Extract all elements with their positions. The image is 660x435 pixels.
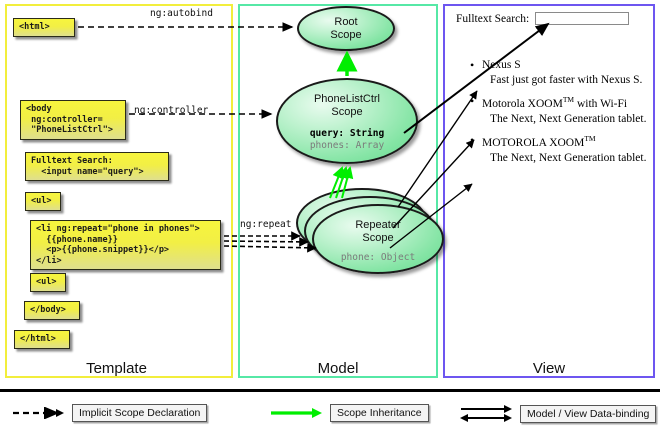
scope-root-title-1: Root: [334, 16, 358, 28]
view-search-label: Fulltext Search:: [456, 12, 530, 25]
scope-ctrl-prop-query: query: String: [309, 128, 385, 139]
code-box-ul-close: <ul>: [30, 273, 66, 292]
phone-snippet: The Next, Next Generation tablet.: [490, 151, 647, 164]
panel-template: [5, 4, 233, 378]
code-box-body-close: </body>: [24, 301, 80, 320]
edge-label-autobind: ng:autobind: [150, 8, 213, 19]
legend-label: Model / View Data-binding: [520, 405, 657, 423]
view-search-input[interactable]: [535, 12, 630, 25]
code-box-li-repeat: <li ng:repeat="phone in phones"> {{phone…: [30, 220, 221, 270]
code-box-ul-open: <ul>: [25, 192, 61, 211]
edge-label-repeat: ng:repeat: [240, 219, 292, 230]
edge-label-controller: ng:controller: [134, 105, 209, 116]
view-search-row: Fulltext Search:: [456, 12, 648, 25]
list-item: MOTOROLA XOOMTM: [470, 133, 648, 149]
scope-root-title-2: Scope: [330, 29, 362, 41]
view-phone-list: Nexus S Fast just got faster with Nexus …: [452, 58, 648, 164]
scope-repeater-title-2: Scope: [362, 232, 394, 244]
legend-entry-implicit: Implicit Scope Declaration: [12, 404, 208, 422]
panel-label-view: View: [532, 360, 566, 377]
legend-entry-inheritance: Scope Inheritance: [270, 404, 429, 422]
legend-entry-databinding: Model / View Data-binding: [460, 404, 657, 424]
list-item: Nexus S: [470, 58, 648, 73]
phone-name: Nexus S: [482, 59, 521, 71]
panel-label-template: Template: [86, 360, 147, 377]
view-render: Fulltext Search: Nexus S Fast just got f…: [452, 12, 648, 222]
list-item: Motorola XOOMTM with Wi-Fi: [470, 94, 648, 110]
code-box-search: Fulltext Search: <input name="query">: [25, 152, 169, 181]
double-arrow-icon: [460, 405, 512, 422]
trademark-icon: TM: [562, 95, 575, 104]
phone-name: MOTOROLA XOOM: [482, 136, 585, 149]
legend-divider: [0, 389, 660, 392]
trademark-icon: TM: [584, 133, 596, 143]
scope-ctrl-prop-phones: phones: Array: [309, 139, 385, 151]
scope-ctrl-title-2: Scope: [331, 106, 363, 118]
phone-name-suffix: with Wi-Fi: [574, 97, 628, 110]
dashed-arrow-icon: [13, 407, 64, 419]
legend-label: Implicit Scope Declaration: [72, 404, 208, 422]
legend-label: Scope Inheritance: [330, 404, 429, 422]
scope-root: Root Scope: [297, 6, 395, 51]
green-arrow-icon: [271, 408, 322, 418]
code-box-body-open: <body ng:controller= "PhoneListCtrl">: [20, 100, 126, 140]
scope-repeater-1: Repeater Scope phone: Object: [312, 204, 444, 274]
phone-snippet: The Next, Next Generation tablet.: [490, 112, 647, 125]
code-box-html-close: </html>: [14, 330, 70, 349]
scope-phonelistctrl: PhoneListCtrl Scope query: String phones…: [276, 78, 418, 164]
scope-repeater-title-1: Repeater: [355, 219, 401, 231]
phone-snippet: Fast just got faster with Nexus S.: [490, 74, 643, 86]
phone-name: Motorola XOOM: [482, 97, 563, 110]
panel-label-model: Model: [317, 360, 359, 377]
scope-ctrl-title-1: PhoneListCtrl: [313, 93, 381, 105]
code-box-html-open: <html>: [13, 18, 75, 37]
scope-repeater-prop-phone: phone: Object: [340, 252, 416, 263]
